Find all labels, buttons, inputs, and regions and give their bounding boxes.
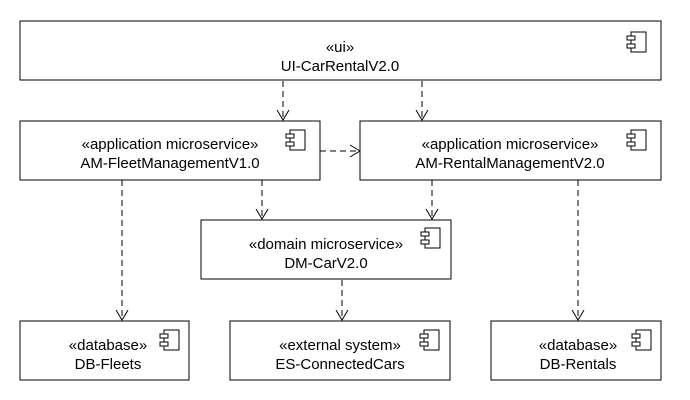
component-stereotype: «database» [539, 337, 617, 354]
uml-component-icon [626, 129, 647, 151]
component-fleet-management[interactable]: «application microservice» AM-FleetManag… [19, 120, 321, 181]
component-db-rentals[interactable]: «database» DB-Rentals [490, 320, 662, 381]
uml-component-icon [626, 31, 647, 53]
component-stereotype: «application microservice» [82, 136, 259, 153]
dependency-ui-to-rental [415, 81, 429, 121]
component-stereotype: «ui» [326, 39, 354, 56]
dependency-rental-to-car [425, 180, 439, 220]
uml-component-icon [631, 329, 652, 351]
component-rental-management[interactable]: «application microservice» AM-RentalMana… [359, 120, 662, 181]
dependency-rental-to-dbrentals [571, 180, 585, 321]
component-db-fleets[interactable]: «database» DB-Fleets [19, 320, 190, 381]
component-name: DM-CarV2.0 [284, 255, 367, 272]
uml-component-icon [159, 329, 180, 351]
dependency-fleet-to-car [255, 180, 269, 220]
component-name: DB-Fleets [75, 356, 142, 373]
uml-component-icon [420, 227, 441, 249]
component-name: UI-CarRentalV2.0 [281, 58, 399, 75]
uml-component-icon [285, 129, 306, 151]
dependency-car-to-connected [335, 280, 349, 321]
component-stereotype: «application microservice» [422, 136, 599, 153]
component-stereotype: «database» [69, 337, 147, 354]
component-connected-cars[interactable]: «external system» ES-ConnectedCars [229, 320, 451, 381]
component-name: DB-Rentals [540, 356, 617, 373]
component-name: AM-FleetManagementV1.0 [80, 155, 259, 172]
component-ui[interactable]: «ui» UI-CarRentalV2.0 [19, 20, 662, 81]
component-car[interactable]: «domain microservice» DM-CarV2.0 [200, 219, 452, 280]
component-stereotype: «external system» [279, 337, 401, 354]
component-stereotype: «domain microservice» [249, 236, 403, 253]
dependency-ui-to-fleet [276, 81, 290, 121]
dependency-fleet-to-rental [320, 144, 361, 158]
dependencies [115, 81, 585, 321]
component-name: ES-ConnectedCars [275, 356, 404, 373]
uml-component-icon [419, 329, 440, 351]
dependency-fleet-to-dbfleets [115, 180, 129, 321]
component-name: AM-RentalManagementV2.0 [415, 155, 604, 172]
